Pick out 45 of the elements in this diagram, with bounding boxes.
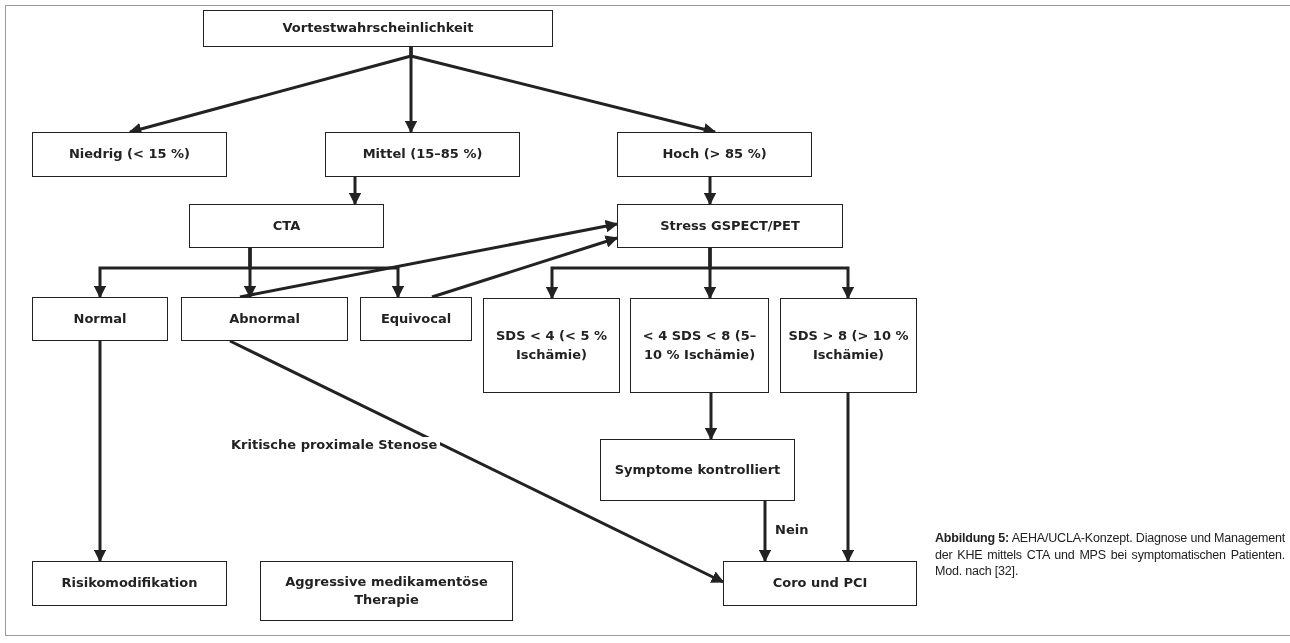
box-label: Coro und PCI bbox=[772, 574, 868, 593]
box-label: Abnormal bbox=[229, 309, 300, 328]
figure-caption: Abbildung 5: AEHA/UCLA-Konzept. Diagnose und Management der KHE mittels CTA und MPS bei symptomatischen Patienten. Mod. nach [32]. bbox=[935, 530, 1285, 580]
process-box bbox=[325, 132, 520, 177]
box-label: Normal bbox=[73, 309, 127, 328]
box-label: Vortestwahrscheinlichkeit bbox=[282, 19, 474, 38]
box-label: < 4 SDS < 8 (5–10 % Ischämie) bbox=[641, 327, 758, 364]
arrow bbox=[841, 393, 855, 563]
box-label: SDS < 4 (< 5 % Ischämie) bbox=[495, 327, 608, 364]
process-box bbox=[483, 298, 620, 393]
process-box bbox=[203, 10, 553, 47]
box-label: Symptome kontrolliert bbox=[614, 460, 781, 479]
arrow bbox=[348, 177, 362, 206]
process-box bbox=[189, 204, 384, 248]
box-label: Hoch (> 85 %) bbox=[662, 145, 767, 164]
arrow bbox=[703, 177, 717, 206]
process-box bbox=[723, 561, 917, 606]
box-label: Niedrig (< 15 %) bbox=[68, 145, 191, 164]
process-box bbox=[600, 439, 795, 501]
process-box bbox=[32, 561, 227, 606]
process-box bbox=[260, 561, 513, 621]
box-label: Equivocal bbox=[380, 309, 452, 328]
edge-label: Nein bbox=[774, 522, 810, 537]
arrow bbox=[431, 235, 619, 299]
box-label: Stress GSPECT/PET bbox=[660, 216, 800, 235]
arrow bbox=[758, 501, 772, 563]
arrow bbox=[248, 248, 405, 299]
box-label: SDS > 8 (> 10 % Ischämie) bbox=[787, 327, 910, 364]
process-box bbox=[617, 132, 812, 177]
arrow bbox=[229, 339, 725, 584]
process-box bbox=[630, 298, 769, 393]
box-label: Mittel (15–85 %) bbox=[362, 145, 483, 164]
process-box bbox=[32, 297, 168, 341]
box-label: CTA bbox=[272, 216, 301, 235]
process-box bbox=[360, 297, 472, 341]
arrow bbox=[708, 248, 855, 300]
box-label: Aggressive medikamentöse Therapie bbox=[284, 572, 489, 609]
process-box bbox=[181, 297, 348, 341]
arrow bbox=[239, 219, 619, 299]
process-box bbox=[32, 132, 227, 177]
arrow bbox=[93, 341, 107, 563]
process-box bbox=[617, 204, 843, 248]
process-box bbox=[780, 298, 917, 393]
arrow bbox=[704, 393, 718, 441]
box-label: Risikomodifikation bbox=[61, 574, 198, 593]
